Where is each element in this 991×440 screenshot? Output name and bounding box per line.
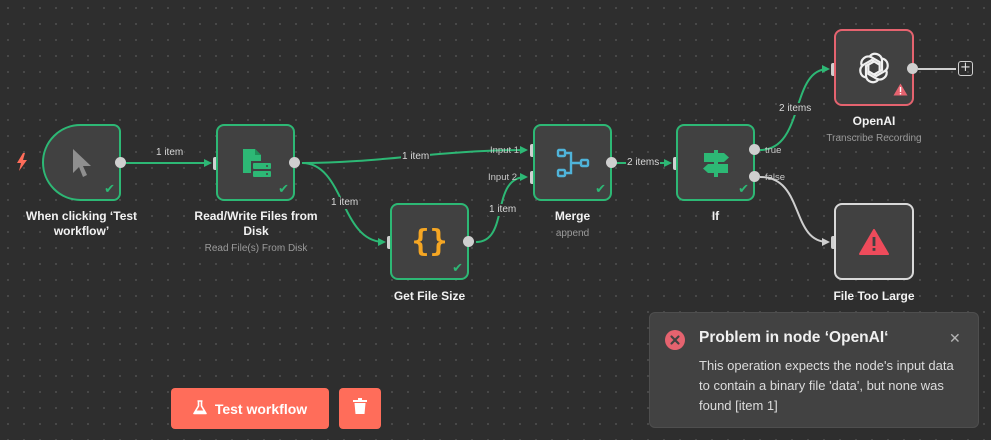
success-check-icon: ✔: [278, 182, 289, 197]
node-read-write[interactable]: ✔: [216, 124, 295, 201]
edge-label-merge-if: 2 items: [626, 157, 661, 169]
node-label-if: If: [711, 209, 720, 223]
node-subtitle-read-write: Read File(s) From Disk: [204, 243, 308, 254]
error-circle-icon: [664, 329, 686, 356]
output-handle[interactable]: [115, 157, 126, 168]
node-label-file-too-large: File Too Large: [833, 289, 915, 303]
node-merge[interactable]: ✔: [533, 124, 612, 201]
port-label-false: false: [765, 172, 786, 183]
toast-message: This operation expects the node's input …: [699, 358, 954, 413]
merge-icon: [535, 126, 610, 199]
node-get-file-size[interactable]: {} ✔: [390, 203, 469, 280]
trash-icon: [353, 398, 367, 419]
lightning-bolt-icon: [16, 153, 28, 176]
delete-button[interactable]: [339, 388, 381, 429]
output-handle[interactable]: [606, 157, 617, 168]
output-handle[interactable]: [907, 63, 918, 74]
node-openai[interactable]: [834, 29, 914, 106]
error-toast: Problem in node ‘OpenAI‘ This operation …: [649, 312, 979, 428]
node-if[interactable]: ✔: [676, 124, 755, 201]
signpost-icon: [678, 126, 753, 199]
test-workflow-label: Test workflow: [214, 400, 308, 417]
edge-if-filetoolarge[interactable]: [759, 176, 830, 246]
success-check-icon: ✔: [452, 261, 463, 276]
success-check-icon: ✔: [104, 182, 115, 197]
output-handle-false[interactable]: [749, 171, 760, 182]
flask-icon: [193, 399, 207, 418]
success-check-icon: ✔: [738, 182, 749, 197]
output-handle[interactable]: [463, 236, 474, 247]
file-disk-icon: [218, 126, 293, 199]
node-subtitle-merge: append: [555, 228, 590, 239]
port-label-input-1: Input 1: [490, 145, 520, 156]
edge-label-if-openai: 2 items: [778, 103, 813, 115]
node-label-get-file-size: Get File Size: [393, 289, 466, 303]
edge-label-read-size: 1 item: [330, 197, 360, 209]
node-label-merge: Merge: [554, 209, 591, 223]
node-label-openai: OpenAI: [852, 114, 896, 128]
success-check-icon: ✔: [595, 182, 606, 197]
node-file-too-large[interactable]: [834, 203, 914, 280]
error-warning-icon[interactable]: [893, 83, 908, 101]
output-handle-true[interactable]: [749, 144, 760, 155]
node-subtitle-openai: Transcribe Recording: [826, 133, 922, 144]
add-node-button[interactable]: +: [958, 61, 973, 76]
edge-label-read-merge: 1 item: [401, 151, 431, 163]
edge-label-size-merge: 1 item: [488, 204, 518, 216]
code-braces-icon: {}: [411, 224, 448, 259]
port-label-true: true: [765, 145, 782, 156]
port-label-input-2: Input 2: [488, 172, 518, 183]
edge-label-trigger-read: 1 item: [155, 147, 185, 159]
output-handle[interactable]: [289, 157, 300, 168]
cursor-pointer-icon: [44, 126, 119, 199]
toast-title: Problem in node ‘OpenAI‘: [699, 329, 889, 346]
node-trigger[interactable]: ✔: [42, 124, 121, 201]
warning-triangle-icon: [836, 205, 912, 278]
test-workflow-button[interactable]: Test workflow: [171, 388, 329, 429]
close-icon[interactable]: ✕: [949, 331, 961, 347]
openai-logo-icon: [836, 31, 912, 104]
